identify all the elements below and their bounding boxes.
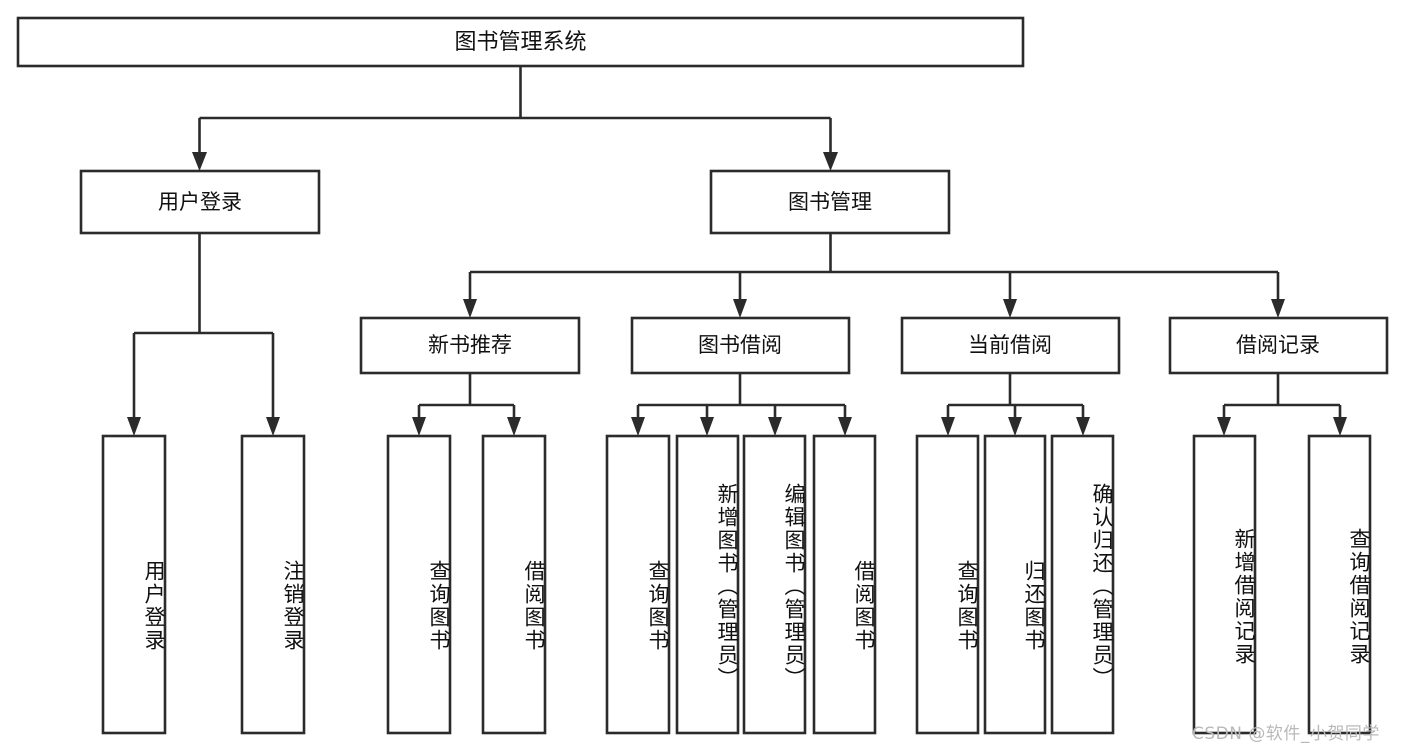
node-current-borrow-label: 当前借阅 xyxy=(968,333,1052,357)
arrowhead-book-manage xyxy=(823,152,838,171)
arrowhead-leaf-6 xyxy=(700,417,714,436)
leaf-box-user-login[interactable] xyxy=(101,434,167,735)
node-borrow-record-box[interactable] xyxy=(1168,316,1389,375)
arrowhead-borrow-record xyxy=(1271,299,1285,318)
arrowhead-leaf-7 xyxy=(768,417,782,436)
arrowhead-leaf-5 xyxy=(631,417,645,436)
node-book-borrow[interactable]: 图书借阅 xyxy=(630,316,851,375)
arrowhead-leaf-10 xyxy=(1008,417,1022,436)
arrowhead-book-borrow xyxy=(733,299,747,318)
node-user-login[interactable]: 用户登录 xyxy=(79,169,321,235)
leaf-box-return-book[interactable] xyxy=(983,434,1047,735)
arrowhead-leaf-1 xyxy=(127,417,141,436)
leaf-box-layer[interactable] xyxy=(101,434,1372,735)
node-new-book-recommend[interactable]: 新书推荐 xyxy=(359,316,581,375)
node-borrow-record-label: 借阅记录 xyxy=(1236,333,1320,357)
node-current-borrow[interactable]: 当前借阅 xyxy=(900,316,1121,375)
arrowhead-leaf-9 xyxy=(941,417,955,436)
csdn-watermark: CSDN @软件_小贺同学 xyxy=(1192,724,1380,744)
leaf-box-confirm-return-admin[interactable] xyxy=(1050,434,1115,735)
arrowhead-leaf-12 xyxy=(1217,417,1231,436)
node-book-borrow-box[interactable] xyxy=(630,316,851,375)
leaf-box-borrow-book-new[interactable] xyxy=(481,434,547,735)
node-root[interactable]: 图书管理系统 xyxy=(16,16,1025,68)
arrowhead-leaf-13 xyxy=(1333,417,1347,436)
arrowhead-new-book xyxy=(463,299,477,318)
connector-layer xyxy=(127,66,1347,436)
leaf-box-query-book-new[interactable] xyxy=(386,434,452,735)
node-user-login-label: 用户登录 xyxy=(158,190,242,214)
arrowhead-leaf-2 xyxy=(266,417,280,436)
leaf-box-query-borrow-record[interactable] xyxy=(1307,434,1372,735)
node-root-label: 图书管理系统 xyxy=(454,30,586,55)
leaf-box-borrow-book[interactable] xyxy=(812,434,877,735)
node-new-book-recommend-box[interactable] xyxy=(359,316,581,375)
node-current-borrow-box[interactable] xyxy=(900,316,1121,375)
leaf-box-query-book-current[interactable] xyxy=(915,434,980,735)
leaf-box-add-borrow-record[interactable] xyxy=(1192,434,1257,735)
leaf-box-logout[interactable] xyxy=(240,434,306,735)
leaf-box-query-book-borrow[interactable] xyxy=(605,434,671,735)
node-user-login-box[interactable] xyxy=(79,169,321,235)
arrowhead-user-login xyxy=(192,152,207,171)
leaf-box-add-book-admin[interactable] xyxy=(675,434,740,735)
node-book-borrow-label: 图书借阅 xyxy=(698,333,782,357)
node-book-manage-label: 图书管理 xyxy=(788,190,872,214)
arrowhead-current-borrow xyxy=(1003,299,1017,318)
node-root-box[interactable] xyxy=(16,16,1025,68)
arrowhead-leaf-3 xyxy=(412,417,426,436)
node-new-book-recommend-label: 新书推荐 xyxy=(428,333,512,357)
node-book-manage-box[interactable] xyxy=(709,169,951,235)
node-book-manage[interactable]: 图书管理 xyxy=(709,169,951,235)
leaf-box-edit-book-admin[interactable] xyxy=(742,434,807,735)
arrowhead-leaf-8 xyxy=(838,417,852,436)
arrowhead-leaf-4 xyxy=(507,417,521,436)
node-borrow-record[interactable]: 借阅记录 xyxy=(1168,316,1389,375)
arrowhead-leaf-11 xyxy=(1076,417,1090,436)
